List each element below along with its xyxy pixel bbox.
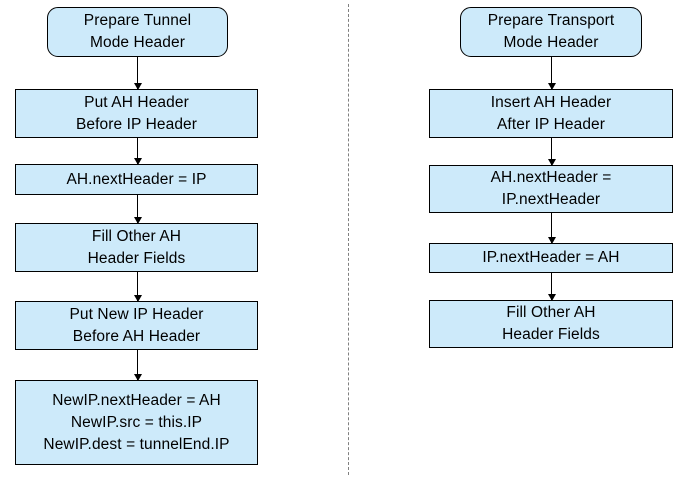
node-tunnel-step-4[interactable]: Put New IP Header Before AH Header [15,301,258,350]
arrow-down-icon [547,213,556,244]
node-transport-step-2[interactable]: AH.nextHeader = IP.nextHeader [429,165,673,213]
arrow-down-icon [547,273,556,301]
arrow-down-icon [133,272,142,302]
node-transport-step-1[interactable]: Insert AH Header After IP Header [429,89,673,138]
node-tunnel-step-5[interactable]: NewIP.nextHeader = AH NewIP.src = this.I… [15,380,258,465]
arrow-down-icon [547,57,556,90]
node-transport-step-3[interactable]: IP.nextHeader = AH [429,243,673,273]
node-tunnel-start[interactable]: Prepare Tunnel Mode Header [47,7,228,57]
arrow-down-icon [133,57,142,90]
node-transport-step-4[interactable]: Fill Other AH Header Fields [429,300,673,348]
node-transport-start[interactable]: Prepare Transport Mode Header [460,7,642,57]
column-divider [348,4,349,475]
node-tunnel-step-1[interactable]: Put AH Header Before IP Header [15,89,258,138]
arrow-down-icon [133,195,142,224]
arrow-down-icon [133,138,142,165]
node-tunnel-step-2[interactable]: AH.nextHeader = IP [15,164,258,195]
arrow-down-icon [547,138,556,166]
node-tunnel-step-3[interactable]: Fill Other AH Header Fields [15,223,258,272]
arrow-down-icon [133,350,142,381]
